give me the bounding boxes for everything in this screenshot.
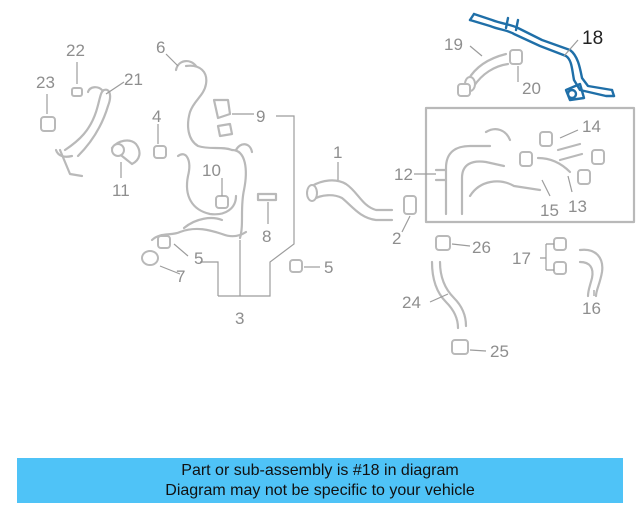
- callout-8: 8: [262, 227, 271, 246]
- info-banner: Part or sub-assembly is #18 in diagram D…: [17, 458, 623, 503]
- callout-2: 2: [392, 229, 401, 248]
- callout-5b: 5: [324, 258, 333, 277]
- callout-12: 12: [394, 165, 413, 184]
- leader-19: [469, 45, 483, 57]
- clamp-23: [40, 116, 56, 132]
- parts-diagram: 22 23 21 11 6 4 9 10 8 5 7 3 5 1 2 12 14…: [36, 12, 636, 361]
- callout-4: 4: [152, 107, 161, 126]
- callout-5a: 5: [194, 249, 203, 268]
- clamp-4: [153, 145, 167, 159]
- callout-1: 1: [333, 143, 342, 162]
- leader-6: [165, 53, 179, 67]
- banner-line-disclaimer: Diagram may not be specific to your vehi…: [165, 481, 475, 499]
- callout-3: 3: [235, 309, 244, 328]
- clamp-2: [403, 195, 417, 215]
- hose-21: [54, 86, 112, 178]
- clamp-10: [215, 195, 229, 209]
- clamp-5a: [157, 235, 171, 249]
- leader-14: [559, 129, 579, 139]
- callout-16: 16: [582, 299, 601, 318]
- hose-19: [464, 52, 510, 92]
- leader-9: [218, 113, 295, 297]
- callout-19: 19: [444, 35, 463, 54]
- brackets-9: [212, 98, 234, 138]
- callout-13: 13: [568, 197, 587, 216]
- callout-25: 25: [490, 342, 509, 361]
- callout-14: 14: [582, 117, 601, 136]
- callout-21: 21: [124, 70, 143, 89]
- pipe-18-highlighted: [468, 12, 616, 102]
- clamps-17: [553, 237, 567, 275]
- leader-21: [105, 81, 125, 95]
- hose-24: [430, 260, 468, 330]
- hose-6: [174, 60, 234, 152]
- leader-5a: [173, 243, 189, 257]
- clamp-5b: [289, 259, 303, 273]
- leader-25: [469, 349, 487, 352]
- callout-10: 10: [202, 161, 221, 180]
- callout-7: 7: [176, 267, 185, 286]
- hose-assembly-12: [434, 128, 542, 216]
- callout-9: 9: [256, 107, 265, 126]
- hose-16: [578, 248, 604, 298]
- leader-24: [429, 293, 449, 303]
- callout-17: 17: [512, 249, 531, 268]
- hose-7: [141, 217, 248, 266]
- callout-23: 23: [36, 73, 55, 92]
- leader-17: [540, 243, 554, 271]
- callout-11: 11: [112, 181, 130, 200]
- fitting-11: [110, 139, 141, 166]
- clamp-20: [457, 49, 523, 97]
- callout-20: 20: [522, 79, 541, 98]
- inset-box-12: [424, 106, 636, 224]
- leader-13: [567, 175, 573, 193]
- banner-line-part: Part or sub-assembly is #18 in diagram: [181, 461, 459, 479]
- clamp-25: [451, 339, 469, 355]
- clamp-22: [71, 87, 83, 97]
- clamp-26: [435, 235, 451, 251]
- callout-26: 26: [472, 238, 491, 257]
- clamp-8: [256, 192, 278, 202]
- hose-10: [176, 143, 254, 240]
- callout-22: 22: [66, 41, 85, 60]
- leader-7: [159, 265, 181, 275]
- hoses-13: [519, 151, 591, 185]
- callout-24: 24: [402, 293, 421, 312]
- callout-18: 18: [582, 28, 603, 49]
- leader-26: [451, 243, 471, 247]
- callout-15: 15: [540, 201, 559, 220]
- callout-6: 6: [156, 38, 165, 57]
- leader-2: [401, 215, 411, 233]
- leader-18: [563, 39, 579, 57]
- hose-1: [306, 179, 394, 222]
- hoses-14: [539, 131, 605, 165]
- leader-15: [541, 179, 551, 197]
- leader-3: [200, 240, 241, 296]
